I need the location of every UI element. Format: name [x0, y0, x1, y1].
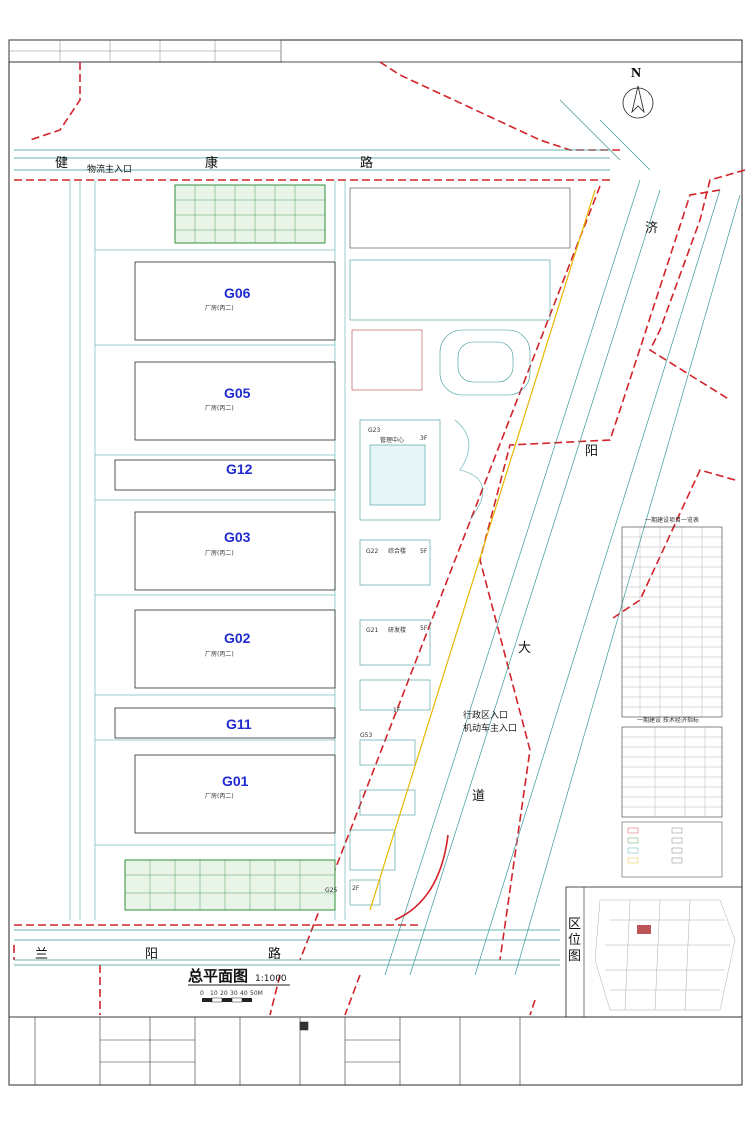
entrance-vehicle-label: 机动车主入口: [463, 722, 517, 734]
location-map-char-3: 图: [568, 949, 581, 964]
storey-label-3: 5F: [420, 625, 428, 632]
building-label-g03: 厂房(丙二): [205, 549, 234, 557]
small-bldg-label-g23: 管理中心: [380, 436, 404, 444]
road-north-char-1: 健: [55, 156, 68, 171]
storey-label-2: 5F: [420, 548, 428, 555]
scale-bar: [202, 997, 252, 1003]
design-institute-logo: [299, 1021, 309, 1031]
plan-title-block: 总平面图 1:1000 0 10 20 30 40 50M: [188, 967, 290, 1003]
small-bldg-code-g21: G21: [366, 627, 378, 634]
building-label-g02: 厂房(丙二): [205, 650, 234, 658]
road-north-char-3: 路: [360, 155, 373, 171]
road-north-char-2: 康: [205, 155, 218, 171]
small-bldg-code-g23: G23: [368, 427, 380, 434]
storey-label-5: 2F: [352, 885, 360, 892]
scale-tick-30: 30: [230, 990, 238, 997]
legend-box: [621, 821, 723, 878]
small-bldg-code-g25: G25: [325, 887, 337, 894]
table-project-list: 一期建设项目一览表: [621, 516, 723, 718]
location-map-char-1: 区: [568, 917, 581, 932]
building-label-g01: 厂房(丙二): [205, 792, 234, 800]
building-g01: [134, 754, 336, 834]
building-code-g05: G05: [224, 385, 251, 401]
fence-line: [369, 189, 596, 911]
site-location-marker: [637, 925, 651, 934]
building-code-g02: G02: [224, 630, 251, 646]
sheet-frame: [8, 39, 743, 1086]
building-code-g01: G01: [222, 773, 249, 789]
building-g06: [134, 261, 336, 341]
table1-title: 一期建设项目一览表: [645, 516, 699, 524]
road-east-char-2: 阳: [585, 444, 598, 459]
building-g05: [134, 361, 336, 441]
building-code-g12: G12: [226, 461, 253, 477]
scale-tick-50: 50M: [250, 990, 263, 997]
location-map: 区 位 图: [565, 886, 743, 1018]
road-east-char-3: 大: [518, 641, 531, 656]
road-south-char-2: 阳: [145, 947, 158, 962]
factory-blocks: [114, 261, 336, 834]
campus-east: [349, 187, 571, 906]
road-east-char-4: 道: [472, 789, 485, 804]
north-label: N: [631, 66, 641, 81]
small-building-codes: G23 管理中心 G22 综合楼 G21 研发楼 G53 G25: [325, 427, 406, 894]
scale-tick-10: 10: [210, 990, 218, 997]
road-south: 兰 阳 路: [35, 946, 281, 962]
location-map-char-2: 位: [568, 933, 581, 948]
storey-label-1: 3F: [420, 435, 428, 442]
building-label-g06: 厂房(丙二): [205, 304, 234, 312]
scale-tick-0: 0: [200, 990, 204, 997]
storey-label-4: 1F: [393, 707, 401, 714]
red-curve: [394, 834, 449, 921]
road-south-char-3: 路: [268, 946, 281, 962]
building-code-g11: G11: [226, 716, 252, 732]
small-bldg-label-g22: 综合楼: [388, 547, 406, 555]
building-g11: [114, 707, 336, 739]
small-bldg-code-g22: G22: [366, 548, 378, 555]
scale-tick-20: 20: [220, 990, 228, 997]
table2-title: 一期建设 技术经济指标: [637, 716, 699, 724]
road-south-char-1: 兰: [35, 947, 48, 962]
building-label-g05: 厂房(丙二): [205, 404, 234, 412]
red-dashed-boundaries: [13, 61, 746, 1016]
scale-tick-40: 40: [240, 990, 248, 997]
bottom-title-block: [8, 1016, 743, 1086]
storey-labels: 3F 5F 5F 1F 2F: [352, 435, 428, 892]
table-tech-indices: 一期建设 技术经济指标: [621, 716, 723, 818]
entrance-logistics-label: 物流主入口: [87, 163, 132, 175]
road-east-char-1: 济: [645, 221, 658, 236]
road-north: 健 康 路: [55, 155, 373, 171]
building-code-g03: G03: [224, 529, 251, 545]
building-code-g06: G06: [224, 285, 251, 301]
building-codes: G06 厂房(丙二) G05 厂房(丙二) G12 G03 厂房(丙二) G02…: [205, 285, 253, 800]
internal-road-grid: [69, 180, 346, 920]
road-edges: [14, 99, 741, 976]
green-field-south: [124, 859, 336, 911]
plan-title: 总平面图: [188, 967, 248, 985]
building-g03: [134, 511, 336, 591]
north-arrow: N: [622, 66, 654, 119]
building-g12: [114, 459, 336, 491]
small-bldg-code-g53: G53: [360, 732, 372, 739]
entrance-admin-label: 行政区入口: [463, 709, 508, 721]
small-bldg-label-g21: 研发楼: [388, 626, 406, 634]
plan-scale: 1:1000: [255, 974, 287, 984]
building-g02: [134, 609, 336, 689]
green-field-north: [174, 184, 326, 244]
road-east: 济 阳 大 道: [472, 221, 658, 804]
